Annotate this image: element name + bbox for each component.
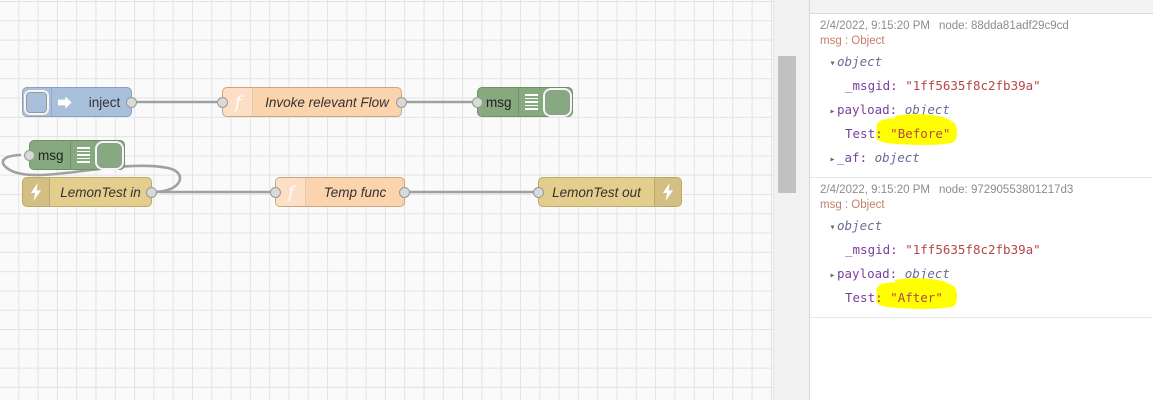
link-bolt-icon: [23, 178, 50, 206]
debug-entry-timestamp: 2/4/2022, 9:15:20 PM: [820, 20, 930, 32]
debug-property-key: _af:: [837, 150, 868, 165]
debug-tree-root-label: object: [837, 54, 883, 69]
debug-property-value: "1ff5635f8c2fb39a": [905, 242, 1041, 257]
debug-tree-row[interactable]: ▸_af: object: [820, 146, 1153, 170]
port-output[interactable]: [396, 97, 407, 108]
debug-entry-topic: msg : Object: [820, 35, 885, 47]
debug-object-tree: ▾object_msgid: "1ff5635f8c2fb39a"▸payloa…: [820, 214, 1153, 310]
tree-twisty-icon[interactable]: ▸: [829, 154, 836, 165]
node-debug-left-label: msg: [38, 147, 64, 163]
debug-tree-root-label: object: [837, 218, 883, 233]
debug-tree-row[interactable]: Test: "After": [820, 278, 1153, 310]
function-f-icon: f: [276, 178, 306, 206]
debug-property-value: "1ff5635f8c2fb39a": [905, 78, 1041, 93]
debug-panel-header: [810, 0, 1153, 14]
node-invoke-relevant-flow[interactable]: f Invoke relevant Flow: [217, 87, 407, 117]
debug-property-value: "Before": [890, 126, 951, 141]
node-invoke-relevant-flow-label: Invoke relevant Flow: [265, 94, 389, 110]
debug-enable-toggle[interactable]: [545, 89, 570, 115]
debug-property-value: object: [904, 102, 950, 117]
debug-entry-meta: 2/4/2022, 9:15:20 PM node: 97290553801217…: [820, 184, 1153, 196]
debug-property-key: Test:: [845, 290, 883, 305]
debug-entry-node-id[interactable]: node: 88dda81adf29c9cd: [938, 20, 1069, 32]
spacer: [897, 266, 905, 281]
node-debug-top-label: msg: [486, 94, 512, 110]
node-lemontest-in-label: LemonTest in: [60, 184, 141, 200]
tree-twisty-icon[interactable]: ▸: [829, 106, 836, 117]
svg-text:f: f: [285, 183, 296, 202]
spacer: [867, 150, 875, 165]
debug-tree-row[interactable]: ▸payload: object: [820, 98, 1153, 122]
node-debug-left[interactable]: msg: [24, 140, 125, 170]
port-input[interactable]: [270, 187, 281, 198]
debug-tree-row[interactable]: Test: "Before": [820, 114, 1153, 146]
tree-twisty-icon[interactable]: ▾: [829, 58, 836, 69]
panel-divider-right: [809, 0, 810, 400]
debug-entry-timestamp: 2/4/2022, 9:15:20 PM: [820, 184, 930, 196]
debug-property-key: _msgid:: [845, 242, 898, 257]
node-inject[interactable]: inject: [22, 87, 137, 117]
debug-enable-toggle[interactable]: [97, 142, 122, 168]
debug-property-key: payload:: [837, 266, 898, 281]
canvas-scrollbar-thumb[interactable]: [778, 56, 796, 193]
debug-message-entry[interactable]: 2/4/2022, 9:15:20 PM node: 88dda81adf29c9…: [810, 14, 1153, 178]
node-inject-label: inject: [88, 94, 121, 110]
svg-text:f: f: [232, 93, 243, 112]
inject-trigger-button[interactable]: [26, 91, 47, 113]
port-input[interactable]: [533, 187, 544, 198]
debug-lines-icon: [517, 88, 544, 116]
debug-tree-row[interactable]: _msgid: "1ff5635f8c2fb39a": [820, 74, 1153, 98]
spacer: [897, 102, 905, 117]
flow-canvas[interactable]: inject f Invoke relevant Flow msg msg: [0, 0, 773, 400]
debug-entry-node-id[interactable]: node: 97290553801217d3: [938, 184, 1074, 196]
debug-property-value: "After": [890, 290, 943, 305]
link-bolt-icon: [654, 178, 681, 206]
node-lemontest-in[interactable]: LemonTest in: [22, 177, 157, 207]
debug-lines-icon: [69, 141, 96, 169]
tree-twisty-icon[interactable]: ▸: [829, 270, 836, 281]
port-output[interactable]: [399, 187, 410, 198]
debug-message-entry[interactable]: 2/4/2022, 9:15:20 PM node: 97290553801217…: [810, 178, 1153, 318]
debug-tree-root-row[interactable]: ▾object: [820, 214, 1153, 238]
tree-twisty-icon[interactable]: ▾: [829, 222, 836, 233]
node-lemontest-out[interactable]: LemonTest out: [533, 177, 682, 207]
canvas-vertical-scrollbar[interactable]: [773, 0, 800, 400]
debug-property-key: payload:: [837, 102, 898, 117]
node-lemontest-out-label: LemonTest out: [552, 184, 641, 200]
inject-arrow-icon: [51, 88, 78, 116]
function-f-icon: f: [223, 88, 253, 116]
debug-tree-row[interactable]: _msgid: "1ff5635f8c2fb39a": [820, 238, 1153, 262]
debug-tree-root-row[interactable]: ▾object: [820, 50, 1153, 74]
debug-entry-topic: msg : Object: [820, 199, 885, 211]
debug-property-value: object: [874, 150, 920, 165]
debug-property-key: _msgid:: [845, 78, 898, 93]
debug-tree-row[interactable]: ▸payload: object: [820, 262, 1153, 286]
port-input[interactable]: [472, 97, 483, 108]
port-output[interactable]: [146, 187, 157, 198]
debug-entry-meta: 2/4/2022, 9:15:20 PM node: 88dda81adf29c9…: [820, 20, 1153, 32]
port-input[interactable]: [24, 150, 35, 161]
port-input[interactable]: [217, 97, 228, 108]
debug-message-list[interactable]: 2/4/2022, 9:15:20 PM node: 88dda81adf29c9…: [810, 14, 1153, 318]
debug-object-tree: ▾object_msgid: "1ff5635f8c2fb39a"▸payloa…: [820, 50, 1153, 170]
node-debug-top[interactable]: msg: [472, 87, 573, 117]
node-temp-func-label: Temp func: [323, 184, 387, 200]
port-output[interactable]: [126, 97, 137, 108]
sidebar-scrollbar-track[interactable]: [799, 0, 810, 400]
debug-property-value: object: [904, 266, 950, 281]
debug-property-key: Test:: [845, 126, 883, 141]
debug-panel[interactable]: 2/4/2022, 9:15:20 PM node: 88dda81adf29c9…: [810, 0, 1153, 400]
node-temp-func[interactable]: f Temp func: [270, 177, 410, 207]
